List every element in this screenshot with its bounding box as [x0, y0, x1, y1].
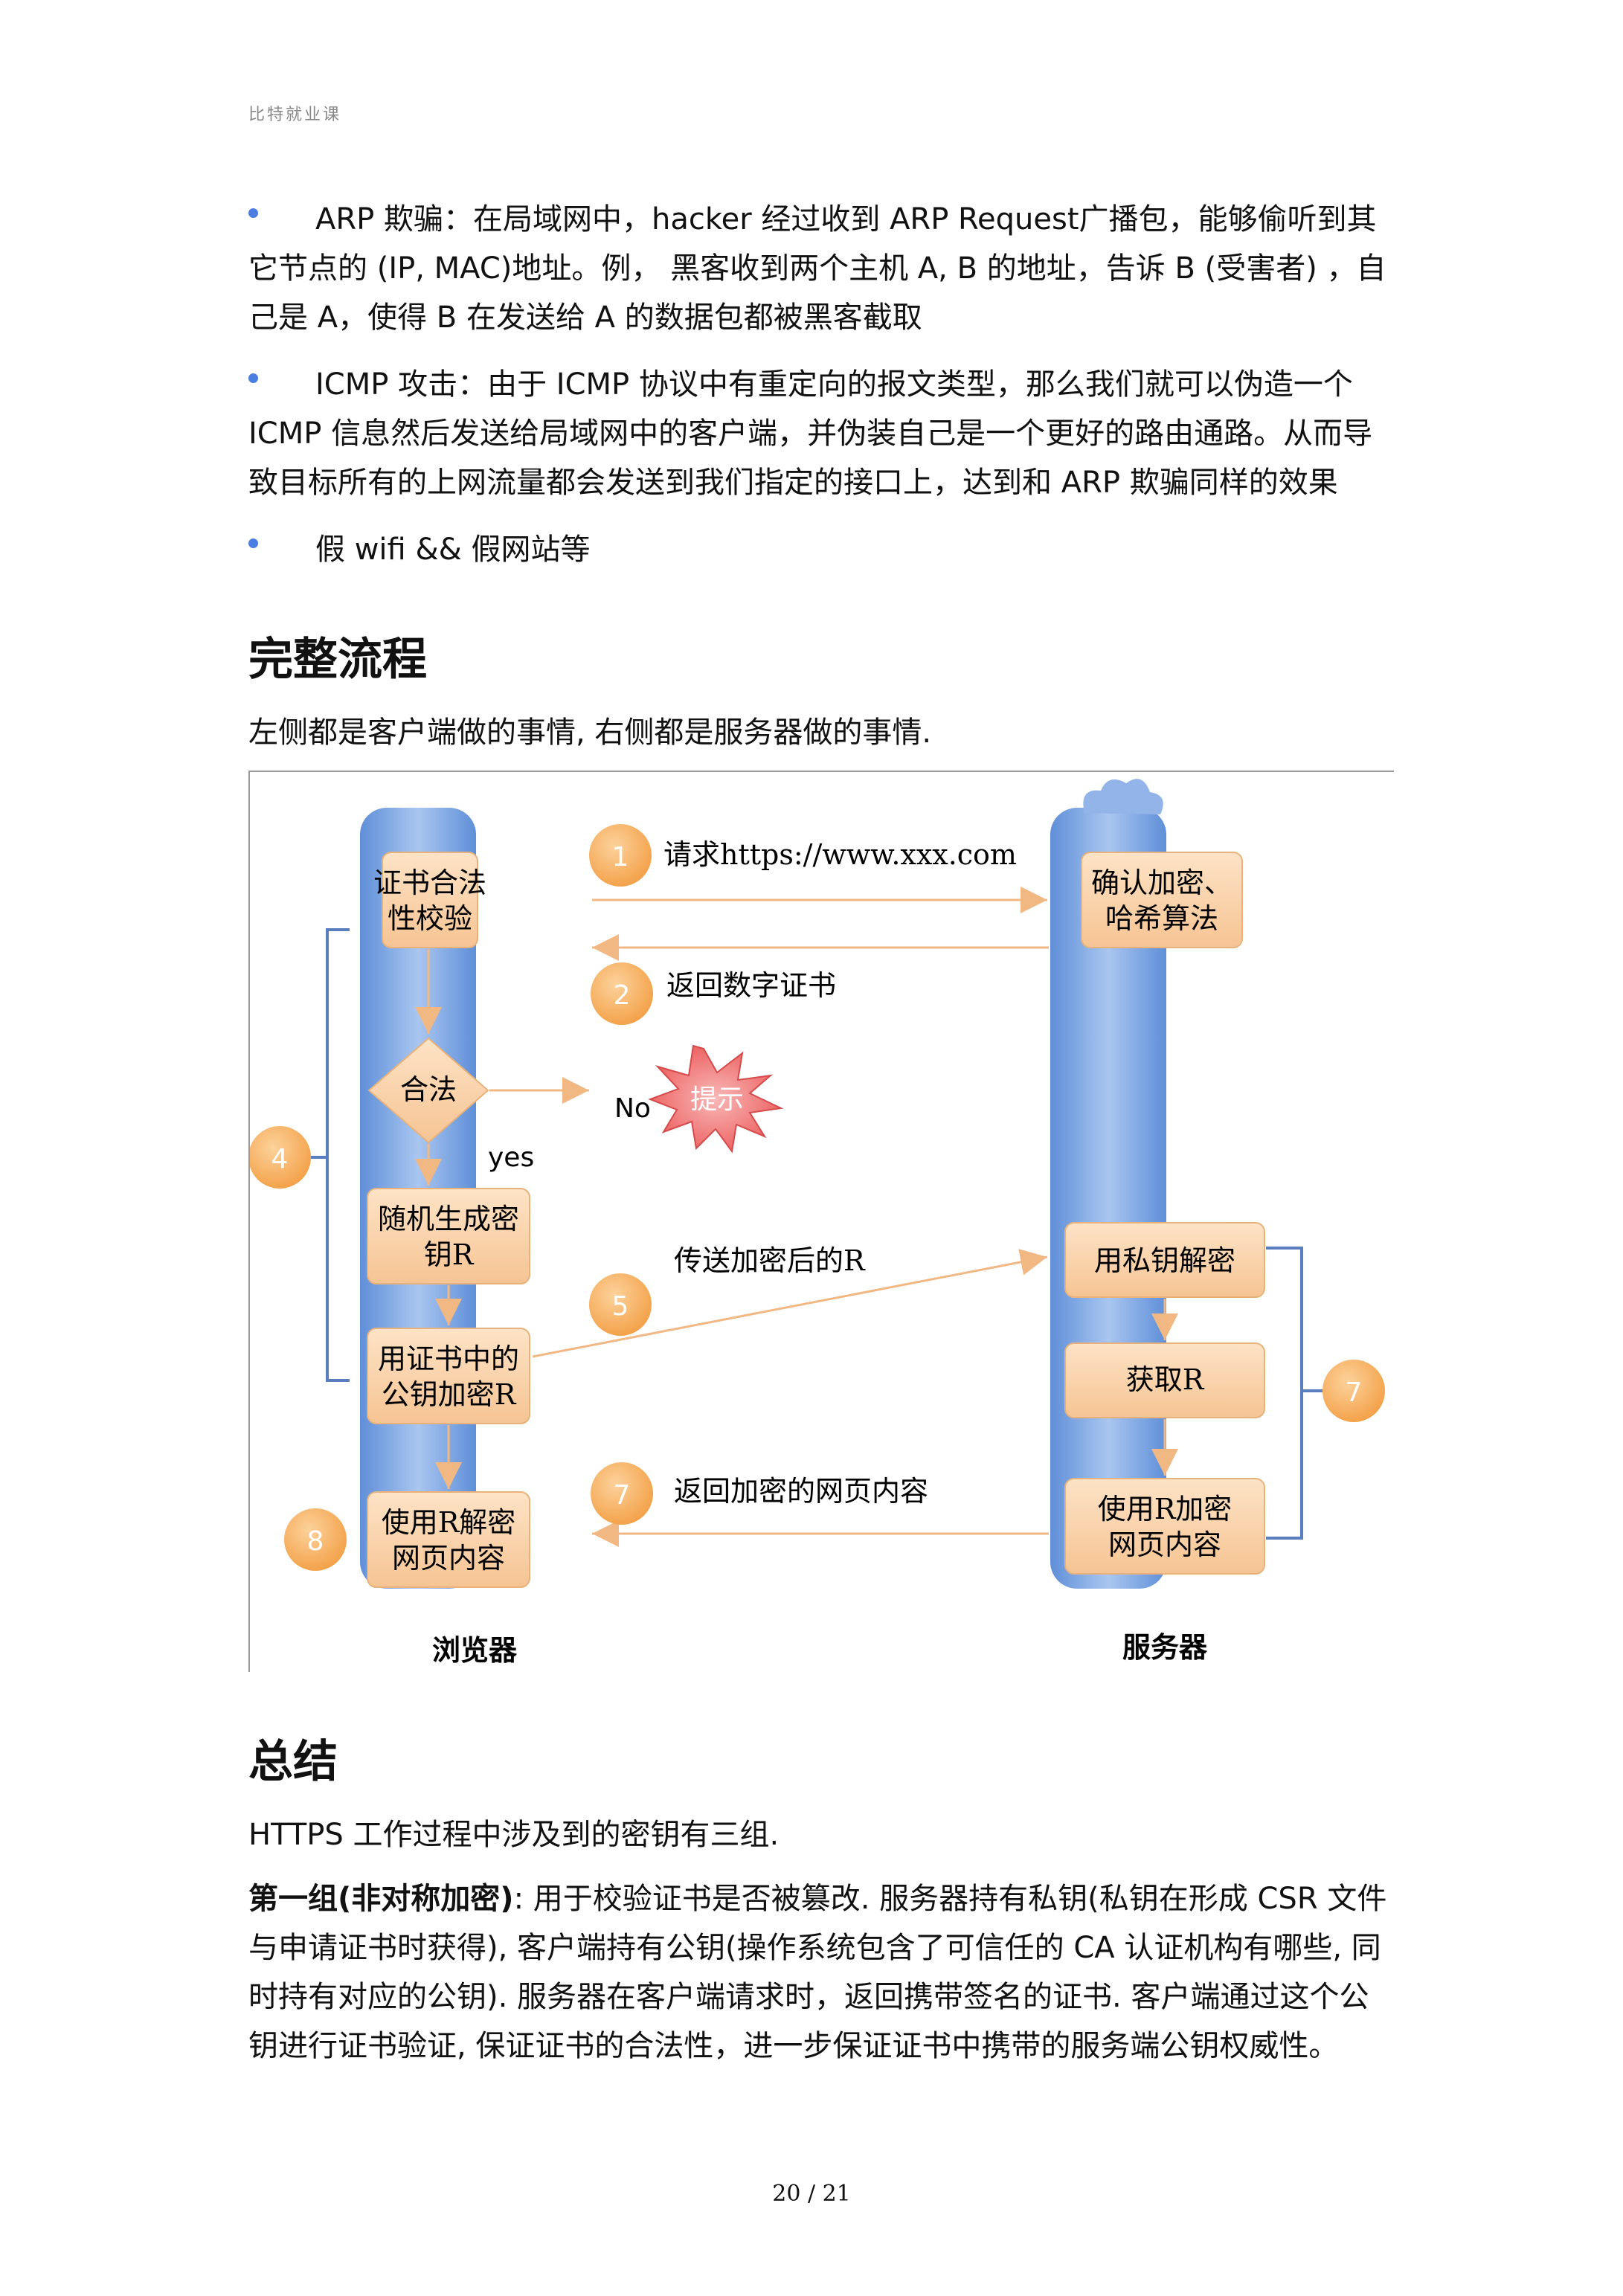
server-box-text: 哈希算法: [1105, 902, 1218, 935]
https-flow-diagram: 证书合法 性校验 合法 随机生成密 钥R 用证书中的 公钥加密R 使用R解密 网…: [248, 771, 1394, 1672]
server-box-text: 使用R加密: [1098, 1493, 1232, 1525]
cloud-icon: [1083, 779, 1163, 814]
header-brand: 比特就业课: [248, 106, 342, 124]
section-title-summary: 总结: [248, 1736, 338, 1788]
client-box-text: 使用R解密: [382, 1506, 516, 1539]
client-label: 浏览器: [432, 1634, 518, 1667]
client-box-text: 钥R: [424, 1238, 475, 1271]
server-box-text: 获取R: [1126, 1363, 1205, 1396]
page-number: 20 / 21: [772, 2181, 851, 2207]
svg-text:7: 7: [614, 1480, 631, 1511]
section-title-flow: 完整流程: [248, 634, 427, 686]
server-bracket: [1266, 1247, 1303, 1540]
bullet-dot-icon: [248, 373, 258, 383]
bullet-item: ARP 欺骗：在局域网中，hacker 经过收到 ARP Request广播包，…: [248, 195, 1394, 342]
server-box-confirm-algo: [1081, 852, 1243, 948]
server-box-encrypt-page: [1064, 1478, 1265, 1575]
yes-label: yes: [488, 1142, 534, 1173]
alert-starburst-icon: [648, 1044, 784, 1154]
decision-text: 合法: [400, 1073, 457, 1106]
client-box-text: 公钥加密R: [382, 1378, 517, 1411]
step-label: 返回数字证书: [666, 969, 836, 1002]
client-box-gen-key: [367, 1188, 530, 1284]
svg-text:7: 7: [1346, 1377, 1363, 1408]
step-circle: 4: [250, 1126, 311, 1189]
summary-para-2: 第一组(非对称加密): 用于校验证书是否被篡改. 服务器持有私钥(私钥在形成 C…: [248, 1874, 1394, 2071]
server-label: 服务器: [1122, 1631, 1208, 1664]
svg-text:8: 8: [307, 1526, 324, 1557]
no-label: No: [614, 1093, 651, 1124]
summary-lead: 第一组(非对称加密): [248, 1882, 514, 1916]
client-bracket: [326, 928, 350, 1382]
alert-text: 提示: [690, 1084, 744, 1115]
server-box-get-key: [1064, 1342, 1265, 1418]
client-box-text: 随机生成密: [378, 1203, 519, 1235]
client-box-text: 性校验: [388, 902, 472, 935]
summary-para-1: HTTPS 工作过程中涉及到的密钥有三组.: [248, 1818, 780, 1852]
step-circle: 7: [591, 1462, 653, 1525]
svg-text:5: 5: [612, 1291, 629, 1322]
client-box-encrypt-key: [367, 1328, 530, 1424]
step-circle: 7: [1322, 1360, 1385, 1422]
step-label: 传送加密后的R: [674, 1244, 866, 1277]
server-box-decrypt: [1064, 1222, 1265, 1298]
decision-diamond: [367, 1037, 489, 1144]
step-label: 返回加密的网页内容: [674, 1475, 928, 1508]
bullet-dot-icon: [248, 208, 258, 218]
client-box-text: 用证书中的: [378, 1342, 519, 1375]
step-circle: 8: [284, 1508, 347, 1571]
bullet-item: ICMP 攻击：由于 ICMP 协议中有重定向的报文类型，那么我们就可以伪造一个…: [248, 360, 1394, 507]
svg-text:4: 4: [271, 1144, 289, 1174]
client-box-decrypt-page: [367, 1491, 530, 1588]
svg-text:1: 1: [612, 842, 629, 872]
flow-intro: 左侧都是客户端做的事情, 右侧都是服务器做的事情.: [248, 716, 932, 750]
client-box-cert-check: [382, 852, 478, 948]
svg-text:2: 2: [614, 980, 631, 1011]
bullet-text: ICMP 攻击：由于 ICMP 协议中有重定向的报文类型，那么我们就可以伪造一个…: [248, 367, 1373, 500]
step-circle: 1: [589, 824, 652, 887]
diagram-svg: 证书合法 性校验 合法 随机生成密 钥R 用证书中的 公钥加密R 使用R解密 网…: [250, 779, 1385, 1667]
server-box-text: 网页内容: [1108, 1528, 1221, 1561]
bullet-dot-icon: [248, 538, 258, 548]
step-label: 请求https://www.xxx.com: [663, 838, 1017, 871]
client-box-text: 网页内容: [392, 1542, 505, 1575]
bullet-text: 假 wifi && 假网站等: [315, 533, 591, 567]
bullet-item: 假 wifi && 假网站等: [248, 525, 1394, 574]
server-box-text: 用私钥解密: [1094, 1244, 1235, 1277]
bullet-text: ARP 欺骗：在局域网中，hacker 经过收到 ARP Request广播包，…: [248, 202, 1386, 335]
server-box-text: 确认加密、: [1091, 866, 1232, 899]
summary-body: : 用于校验证书是否被篡改. 服务器持有私钥(私钥在形成 CSR 文件与申请证书…: [248, 1882, 1387, 2063]
client-box-text: 证书合法: [373, 866, 486, 899]
step-circle: 2: [591, 962, 653, 1025]
step-circle: 5: [589, 1273, 652, 1336]
